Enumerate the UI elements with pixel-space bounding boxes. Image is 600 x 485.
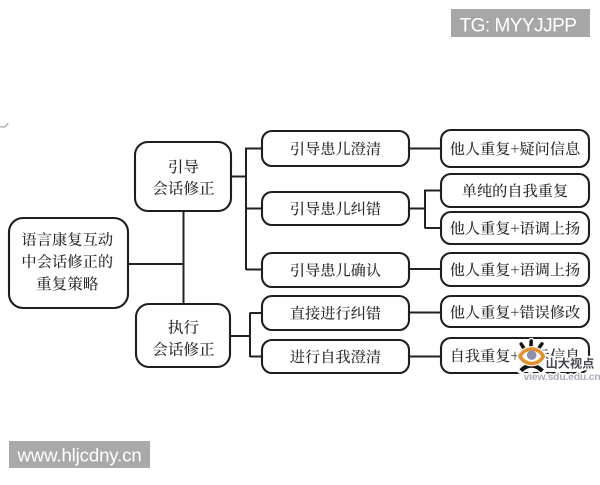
svg-text:TG: MYYJJPP: TG: MYYJJPP — [460, 16, 577, 37]
svg-text:view.sdu.edu.cn: view.sdu.edu.cn — [524, 372, 600, 383]
svg-text:view.sdu.edu.cn: view.sdu.edu.cn — [524, 372, 600, 383]
svg-text:www.hljcdny.cn: www.hljcdny.cn — [17, 445, 142, 466]
